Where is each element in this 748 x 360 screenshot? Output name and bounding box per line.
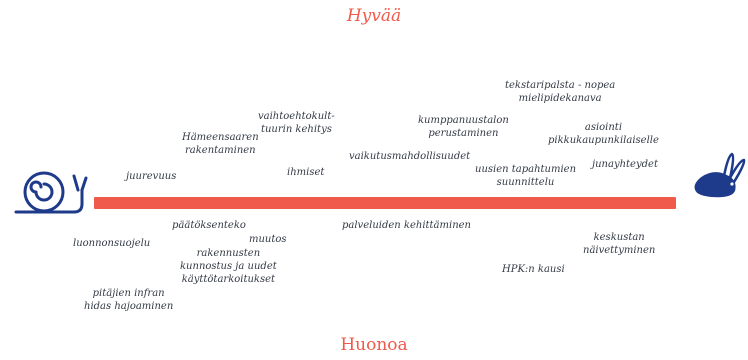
item-paatoksenteko: päätöksenteko [172,220,246,231]
scale-axis-bar [94,197,676,209]
item-vaikutusmahdollisuudet: vaikutusmahdollisuudet [349,151,471,162]
item-hpk: HPK:n kausi [502,264,565,275]
item-luonnonsuojelu: luonnonsuojelu [73,238,151,249]
item-juurevuus: juurevuus [126,171,177,182]
snail-icon [12,160,92,222]
item-ihmiset: ihmiset [287,167,325,178]
item-kumppanuustalo: kumppanuustalon perustaminen [418,115,509,139]
item-tapahtumat: uusien tapahtumien suunnittelu [475,164,577,188]
item-keskusta: keskustan näivettyminen [583,232,656,256]
item-vaihtoehtokulttuuri: vaihtoehtokult- tuurin kehitys [258,111,335,135]
bad-label: Huonoa [340,335,408,355]
item-infra: pitäjien infran hidas hajoaminen [84,288,174,312]
item-rakennukset: rakennusten kunnostus ja uudet käyttötar… [180,248,277,285]
item-hameensaari: Hämeensaaren rakentaminen [182,132,259,156]
item-palvelut: palveluiden kehittäminen [342,220,471,231]
item-muutos: muutos [249,234,287,245]
item-asiointi: asiointi pikkukaupunkilaiselle [548,122,659,146]
item-tekstaripalsta: tekstaripalsta - nopea mielipidekanava [505,80,616,104]
item-junayhteydet: junayhteydet [592,159,658,170]
rabbit-icon [688,150,748,206]
good-label: Hyvää [346,6,402,26]
